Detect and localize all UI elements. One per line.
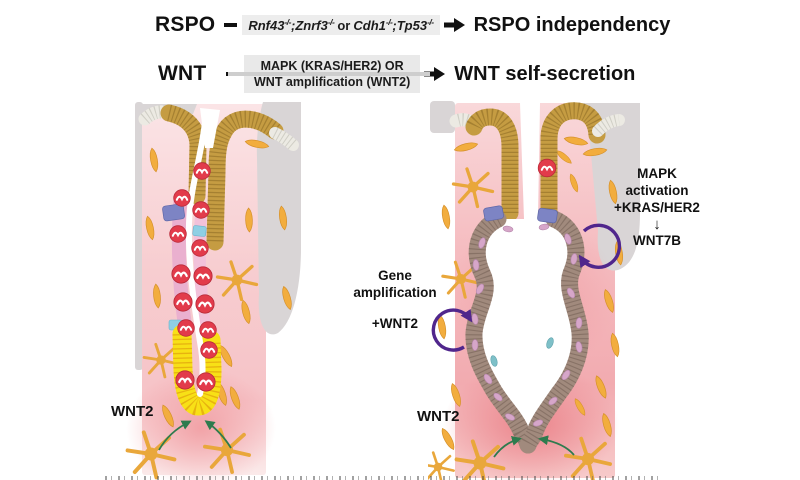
wnt2-label-right: WNT2 [417,408,460,425]
separator: ; [290,18,296,34]
wnt-self-secretion-text: WNT self-secretion [454,62,636,85]
gene-amplification-line3: +WNT2 [371,315,419,331]
wnt-reaction-row: WNT MAPK (KRAS/HER2) OR WNT amplificatio… [158,55,635,93]
tumor-nuclei [471,223,583,427]
down-arrow-icon: ↓ [653,215,661,233]
cropped-caption-remnant [105,476,660,480]
separator: ; [392,18,397,34]
wnt2-secretion-arrows [493,435,575,458]
arrow-right-icon [443,18,465,32]
rspo-label: RSPO [155,13,216,36]
knockout-superscript: -/- [284,16,291,27]
gene-cdh1: Cdh1 [353,18,386,34]
arrow-right-icon [424,67,446,81]
mapk-line1: MAPK [637,166,677,181]
mechanism-line-1: MAPK (KRAS/HER2) OR [260,59,404,73]
reaction-line [228,72,431,76]
mechanism-line-2: WNT amplification (WNT2) [254,75,411,89]
tumor-nuclei-teal [490,337,554,367]
knockout-superscript: -/- [385,16,393,27]
rspo-independency-text: RSPO independency [473,13,671,36]
mapk-feedback-arrow-icon [578,223,622,269]
tumor-epithelium [465,205,589,454]
mapk-line2: activation [625,182,689,198]
gene-amplification-annotation: Gene amplification +WNT2 [330,268,460,333]
wnt2-label-left: WNT2 [111,403,154,420]
gray-tissue-left [135,102,143,370]
gene-rnf43: Rnf43 [248,18,285,34]
or-text: or [337,18,351,34]
spacer [330,302,460,316]
crypt-epithelium [138,104,299,416]
upper-epithelium [449,102,625,222]
gene-amplification-arrow-icon [431,308,473,352]
wnt-mechanism-box: MAPK (KRAS/HER2) OR WNT amplification (W… [228,55,431,93]
gene-znrf3: Znrf3 [295,18,328,34]
reaction-dash-icon [224,23,238,27]
tumor-crypt-illustration [428,101,640,480]
gene-amplification-line1: Gene [378,268,412,283]
knockout-superscript: -/- [327,16,335,27]
gene-amplification-line2: amplification [353,284,437,300]
gene-tp53: Tp53 [396,18,428,34]
gray-tissue-left [430,101,455,133]
wnt-label: WNT [158,62,207,85]
gray-tissue-right [256,102,301,335]
mapk-annotation: MAPK activation +KRAS/HER2 ↓ WNT7B [597,166,717,250]
mapk-line4: WNT7B [633,233,681,249]
normal-crypt-illustration [125,102,301,480]
mapk-line3: +KRAS/HER2 [614,199,700,215]
knockout-superscript: -/- [427,16,434,27]
wnt2-secretion-arrows [158,420,232,451]
red-secretory-cell [537,158,557,178]
